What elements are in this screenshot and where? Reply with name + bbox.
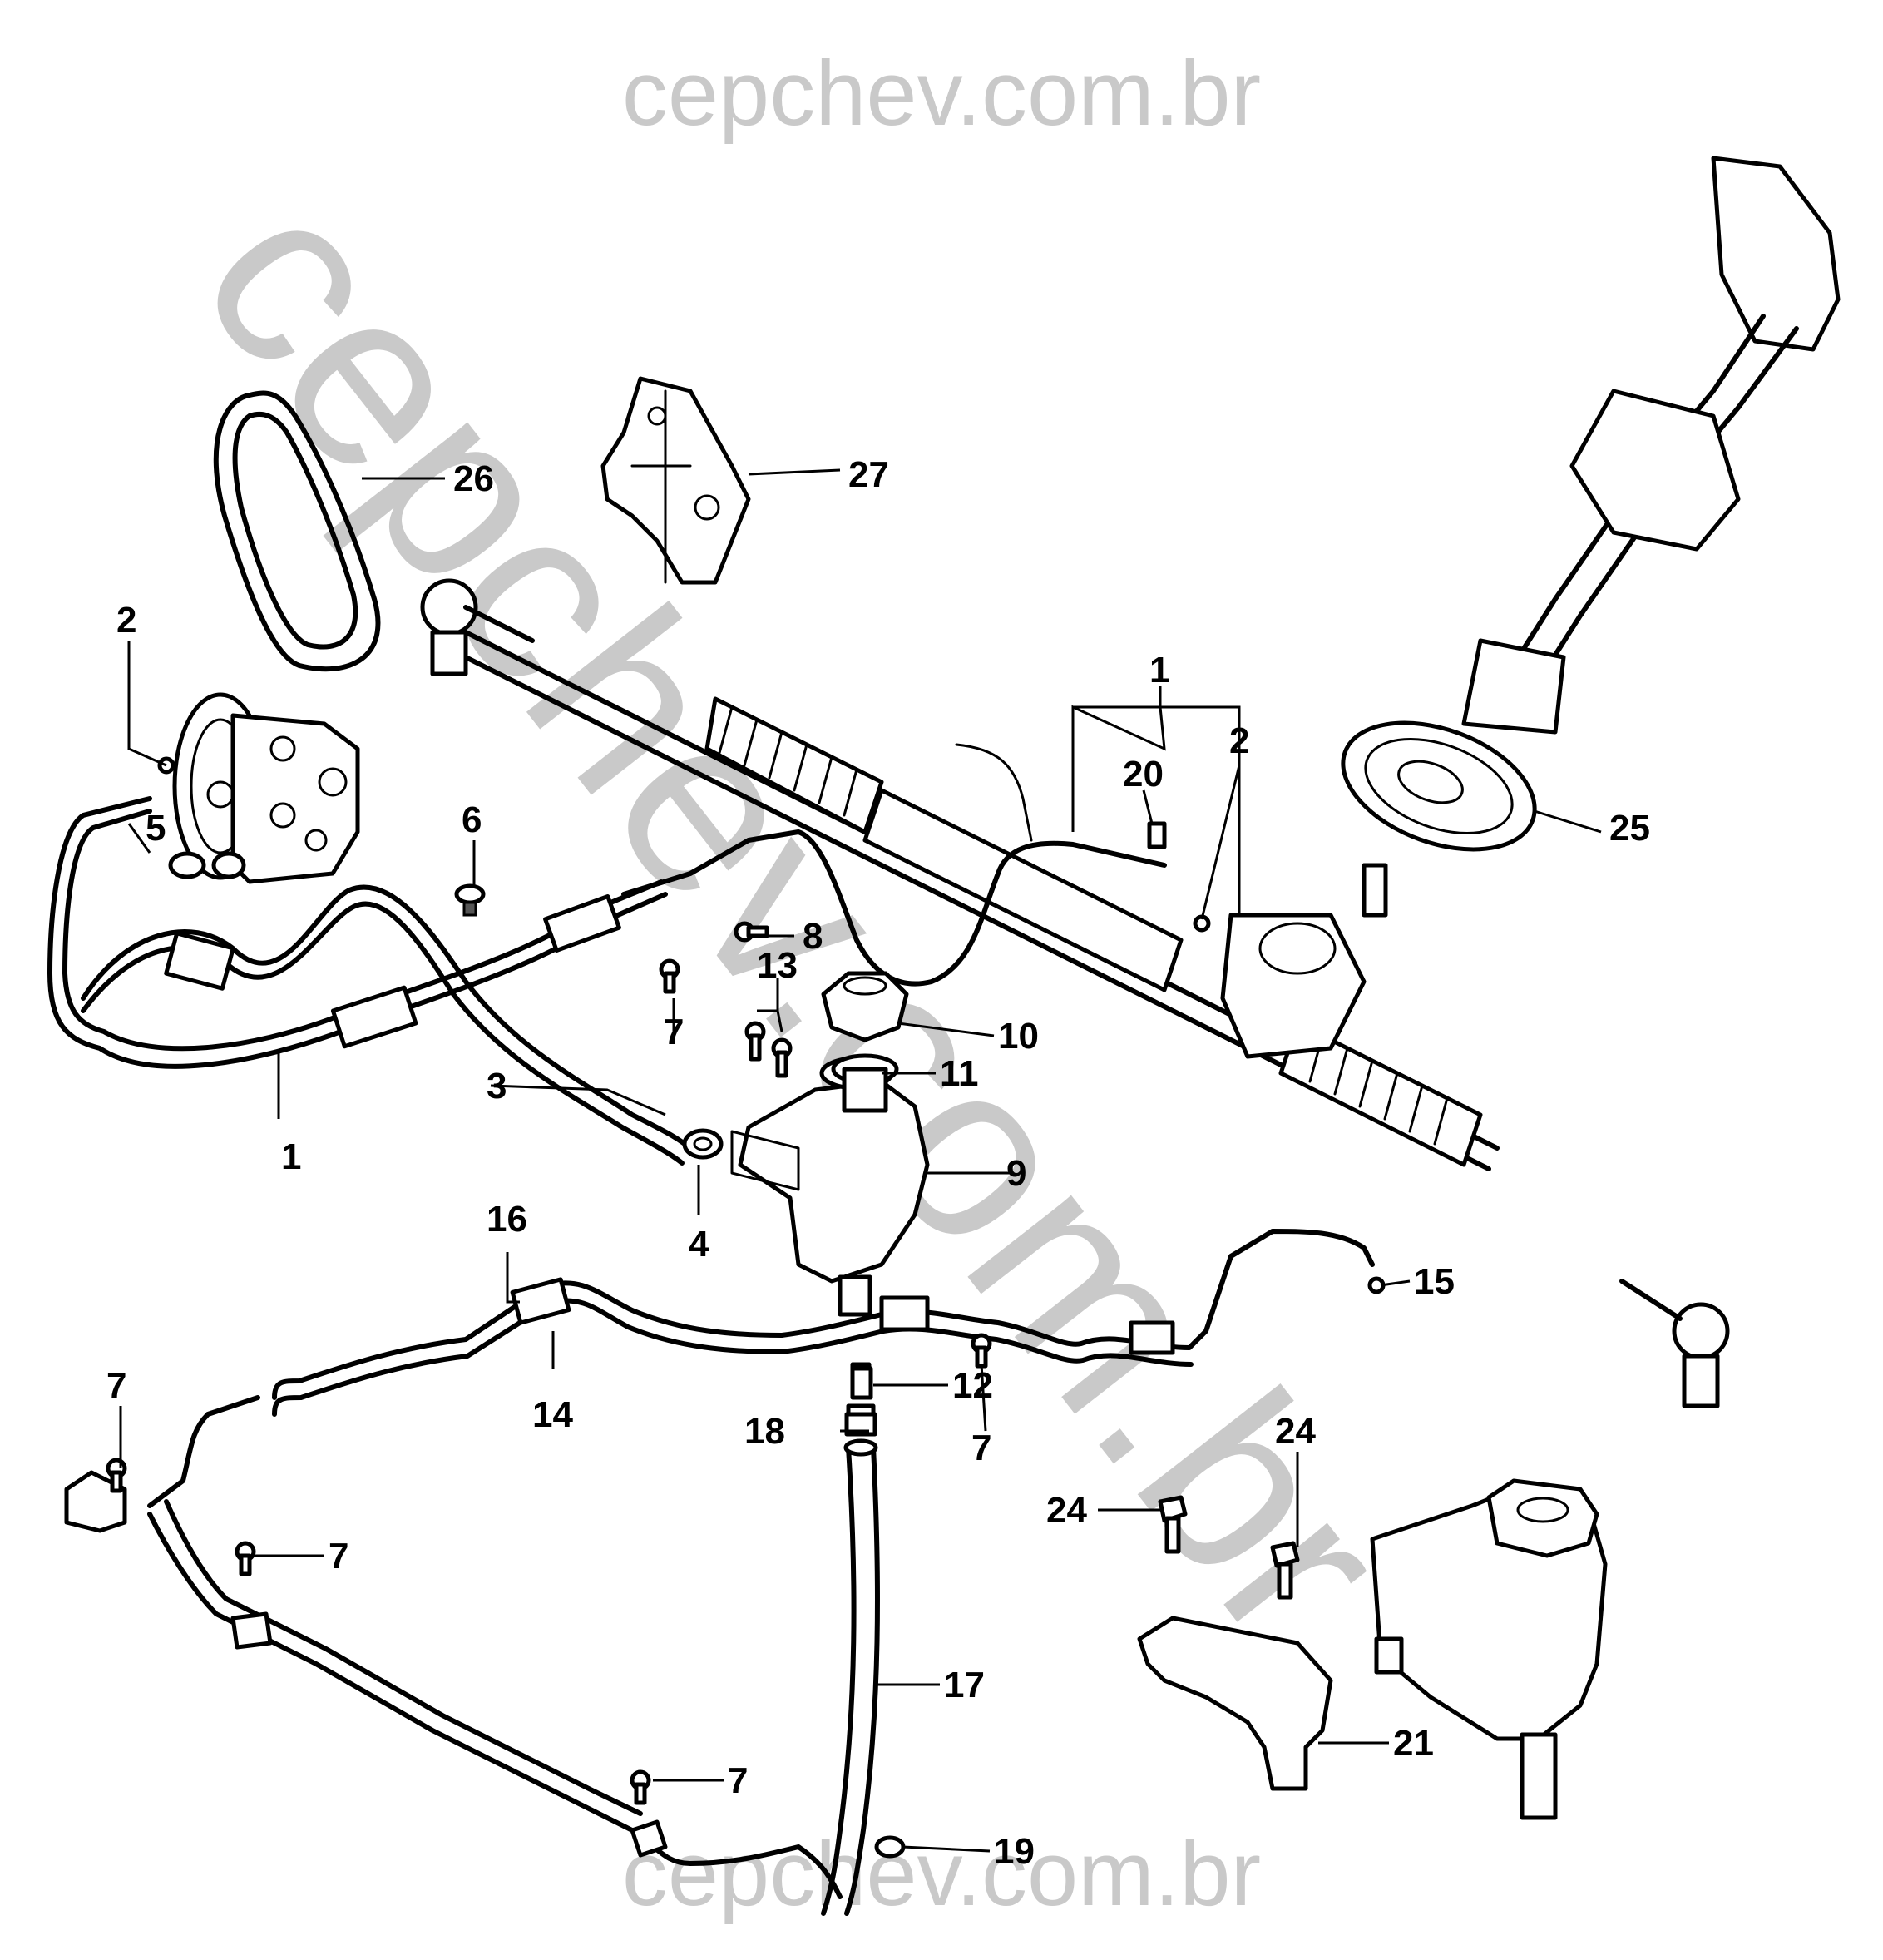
clamp-4 xyxy=(682,1128,724,1160)
bolt-7-b xyxy=(971,1333,992,1369)
callout-labels: 26 27 2 5 1 2 20 25 6 8 7 13 10 11 9 3 1… xyxy=(106,454,1650,1872)
watermark-top: cepchev.com.br xyxy=(622,42,1261,145)
bolt-24-a xyxy=(1158,1495,1188,1554)
fitting-12 xyxy=(850,1366,873,1400)
callout-10: 10 xyxy=(998,1016,1039,1057)
bolt-7-d xyxy=(630,1769,651,1805)
callout-6: 6 xyxy=(462,799,482,840)
callout-7-bottom: 7 xyxy=(728,1760,748,1801)
fasteners xyxy=(106,756,1386,1859)
bolt-8 xyxy=(734,921,769,943)
callout-3: 3 xyxy=(487,1066,507,1106)
column-boot-seal xyxy=(1341,720,1537,852)
callout-14: 14 xyxy=(532,1394,573,1435)
callout-25: 25 xyxy=(1609,808,1650,849)
bolt-7-a xyxy=(659,958,680,994)
callout-7-lower: 7 xyxy=(329,1536,348,1576)
callout-12: 12 xyxy=(952,1365,993,1406)
cooler-line xyxy=(64,1395,843,1899)
callout-16: 16 xyxy=(487,1199,527,1240)
callout-18: 18 xyxy=(744,1411,785,1452)
leader-lines xyxy=(119,468,1602,1853)
clamp-5 xyxy=(168,851,246,879)
callout-2-rack: 2 xyxy=(1229,720,1249,761)
tie-rod-end-right xyxy=(1619,1279,1730,1408)
return-line-upper xyxy=(621,743,1167,987)
tie-rod-end-left xyxy=(420,578,535,676)
callout-11: 11 xyxy=(940,1053,979,1094)
bolt-24-b xyxy=(1270,1541,1300,1600)
callout-1-rack: 1 xyxy=(1149,650,1169,690)
bolt-13-b xyxy=(771,1037,793,1078)
callout-7-mid: 7 xyxy=(971,1428,991,1468)
callout-9: 9 xyxy=(1006,1153,1026,1194)
callout-17: 17 xyxy=(944,1665,985,1705)
pressure-hoses xyxy=(47,796,697,1166)
callout-7-upper: 7 xyxy=(664,1012,684,1052)
drive-belt xyxy=(213,390,381,672)
clamp-19 xyxy=(874,1835,906,1859)
bolt-13-a xyxy=(744,1021,766,1062)
callout-5: 5 xyxy=(146,808,166,849)
callout-13: 13 xyxy=(757,945,798,986)
callout-2-pump: 2 xyxy=(116,600,136,641)
reservoir-alt xyxy=(1370,1478,1608,1820)
reservoir-bracket xyxy=(1137,1616,1333,1791)
reservoir-filter xyxy=(831,1053,899,1113)
callout-20: 20 xyxy=(1123,754,1164,794)
return-line-lower xyxy=(272,1229,1375,1417)
callout-4: 4 xyxy=(689,1224,709,1265)
callout-27: 27 xyxy=(848,454,889,495)
steering-rack xyxy=(463,630,1500,1171)
watermark-bottom: cepchev.com.br xyxy=(622,1823,1261,1925)
fitting-20 xyxy=(1147,821,1167,849)
reservoir-cap xyxy=(821,971,909,1042)
callout-26: 26 xyxy=(453,458,494,499)
callout-24-top: 24 xyxy=(1275,1411,1316,1452)
callout-19: 19 xyxy=(994,1831,1035,1872)
callout-7-left: 7 xyxy=(106,1365,126,1406)
callout-21: 21 xyxy=(1393,1723,1434,1764)
power-steering-pump xyxy=(172,692,360,884)
callout-8: 8 xyxy=(803,916,823,957)
callout-1-hose: 1 xyxy=(281,1136,301,1177)
callout-15: 15 xyxy=(1414,1261,1455,1302)
clamp-6 xyxy=(454,883,486,917)
callout-24-left: 24 xyxy=(1046,1490,1087,1531)
steering-column xyxy=(1461,156,1841,735)
bolt-7-c xyxy=(235,1541,256,1576)
pump-bracket xyxy=(600,376,751,585)
bolt-7-e xyxy=(106,1458,127,1493)
